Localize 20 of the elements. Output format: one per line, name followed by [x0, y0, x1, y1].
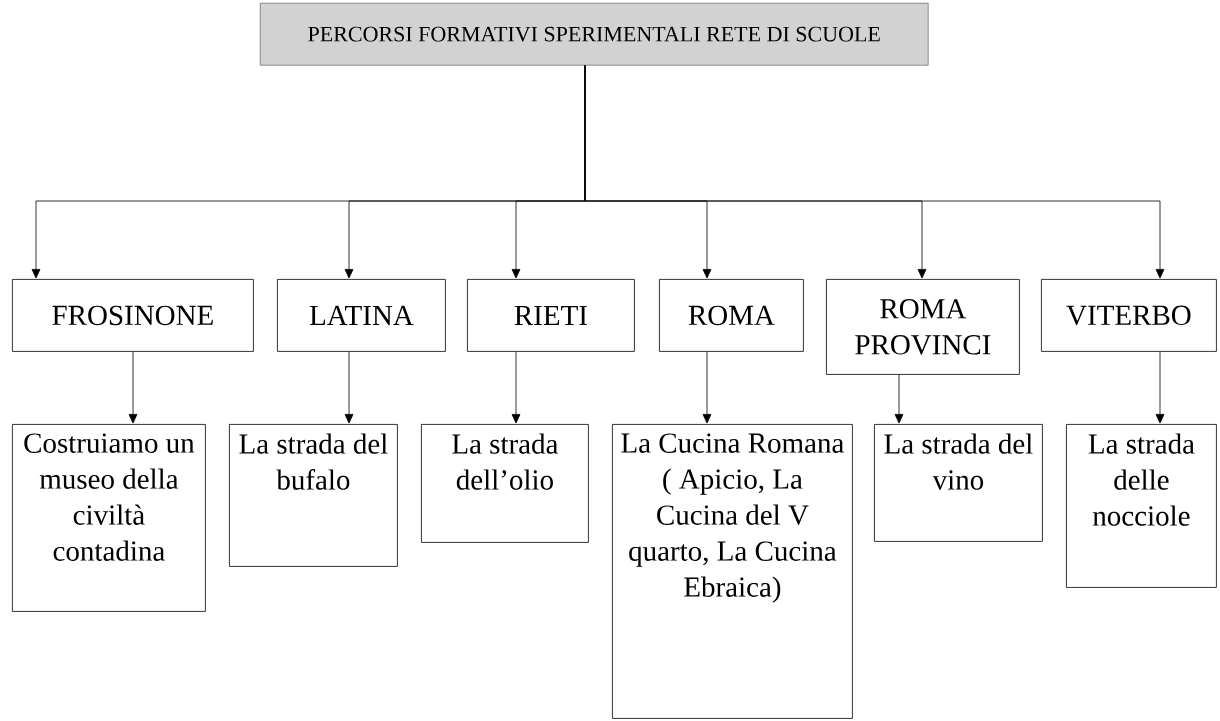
- project-box: La strada dell’olio: [421, 424, 589, 543]
- arrow: [511, 351, 521, 424]
- province-box: ROMA PROVINCI: [826, 279, 1020, 375]
- title-box: PERCORSI FORMATIVI SPERIMENTALI RETE DI SCUOLE: [260, 3, 929, 66]
- arrow: [894, 374, 904, 424]
- province-box: RIETI: [467, 279, 635, 352]
- arrow: [344, 351, 354, 424]
- province-box: ROMA: [659, 279, 804, 352]
- arrow: [584, 65, 1165, 279]
- province-box: VITERBO: [1041, 279, 1217, 352]
- arrow: [128, 351, 138, 424]
- project-box: La strada delle nocciole: [1066, 424, 1217, 588]
- arrow: [1155, 351, 1165, 424]
- province-box: LATINA: [277, 279, 446, 352]
- province-box: FROSINONE: [12, 279, 254, 352]
- arrow: [702, 351, 712, 424]
- project-box: La strada del bufalo: [229, 424, 398, 567]
- project-box: La Cucina Romana ( Apicio, La Cucina del V quarto, La Cucina Ebraica): [612, 424, 853, 719]
- project-box: La strada del vino: [874, 424, 1043, 542]
- project-box: Costruiamo un museo della civiltà contadina: [12, 424, 206, 612]
